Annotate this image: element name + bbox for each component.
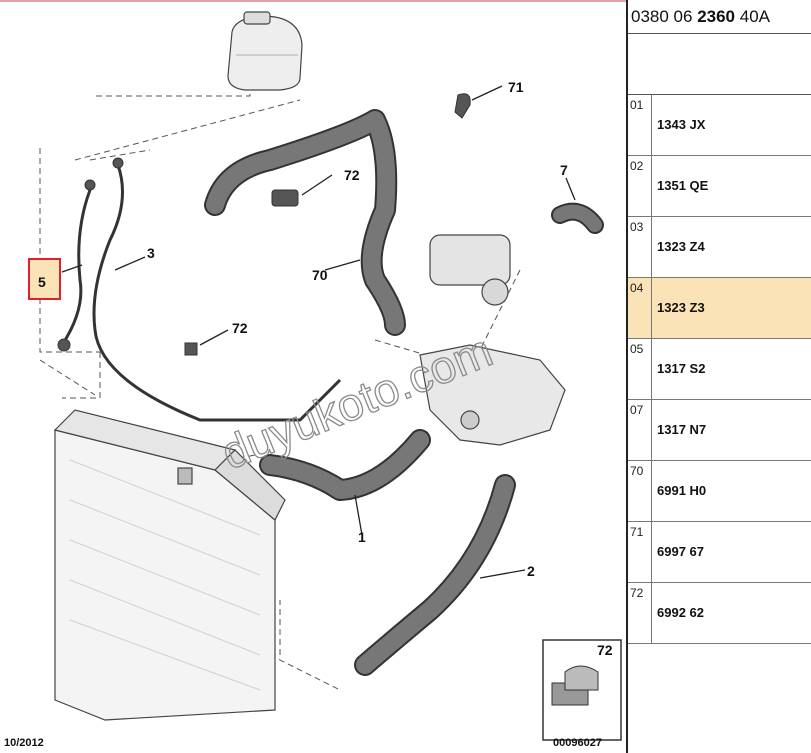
part-row-01[interactable]: 01 1343 JX: [628, 95, 811, 156]
radiator: [53, 409, 286, 721]
diagram-reference: 00096027: [553, 737, 602, 749]
callout-5[interactable]: 70: [312, 267, 328, 283]
row-part-code: 6997 67: [657, 544, 704, 559]
part-row-05[interactable]: 05 1317 S2: [628, 339, 811, 400]
callout-2[interactable]: 2: [527, 563, 535, 579]
row-index: 71: [628, 522, 652, 582]
callout-7[interactable]: 7: [560, 162, 568, 178]
row-index: 05: [628, 339, 652, 399]
panel-blank-row: [628, 34, 811, 95]
parts-diagram: 71 72 7 3 5 70 72 1 2 72 duyukoto.com 10…: [0, 0, 626, 749]
header-prefix: 0380 06: [631, 7, 693, 26]
row-part-code: 1323 Z4: [657, 239, 705, 254]
leader-lines: [61, 85, 576, 579]
row-part-code: 1317 S2: [657, 361, 706, 376]
row-index: 01: [628, 95, 652, 155]
part-row-03[interactable]: 03 1323 Z4: [628, 217, 811, 278]
callout-71[interactable]: 72: [344, 167, 360, 183]
part-row-72[interactable]: 72 6992 62: [628, 583, 811, 644]
row-part-code: 6991 H0: [657, 483, 707, 498]
row-part-code: 1317 N7: [657, 422, 707, 437]
callout-4-highlight[interactable]: [28, 258, 61, 300]
row-index: 04: [628, 278, 652, 338]
row-part-code: 1323 Z3: [657, 300, 705, 315]
part-row-07[interactable]: 07 1317 N7: [628, 400, 811, 461]
diagram-date: 10/2012: [4, 737, 44, 749]
callout-3[interactable]: 3: [147, 245, 155, 261]
part-row-02[interactable]: 02 1351 QE: [628, 156, 811, 217]
row-index: 03: [628, 217, 652, 277]
row-index: 02: [628, 156, 652, 216]
part-row-70[interactable]: 70 6991 H0: [628, 461, 811, 522]
part-row-71[interactable]: 71 6997 67: [628, 522, 811, 583]
header-suffix: 40A: [739, 7, 770, 26]
callout-4[interactable]: 5: [38, 274, 46, 290]
expansion-tank: [227, 11, 303, 91]
inset-72-label: 72: [597, 642, 613, 658]
hoses: [204, 109, 604, 676]
water-outlet-housing: [419, 234, 566, 446]
row-part-code: 1351 QE: [657, 178, 709, 193]
part-row-04[interactable]: 04 1323 Z3: [628, 278, 811, 339]
header-bold: 2360: [697, 7, 736, 26]
panel-header: 0380 06 2360 40A: [628, 0, 811, 34]
row-index: 07: [628, 400, 652, 460]
inset-72: 72: [542, 639, 622, 741]
assembly-guide-lines: [39, 78, 521, 691]
row-index: 72: [628, 583, 652, 643]
parts-panel: 0380 06 2360 40A 01 1343 JX 02 1351 QE 0…: [626, 0, 811, 753]
callout-1[interactable]: 1: [358, 529, 366, 545]
callout-72[interactable]: 72: [232, 320, 248, 336]
row-part-code: 6992 62: [657, 605, 704, 620]
thin-pipes: [60, 164, 342, 422]
row-index: 70: [628, 461, 652, 521]
row-part-code: 1343 JX: [657, 117, 706, 132]
clips: [57, 93, 471, 356]
callout-70[interactable]: 71: [508, 79, 524, 95]
